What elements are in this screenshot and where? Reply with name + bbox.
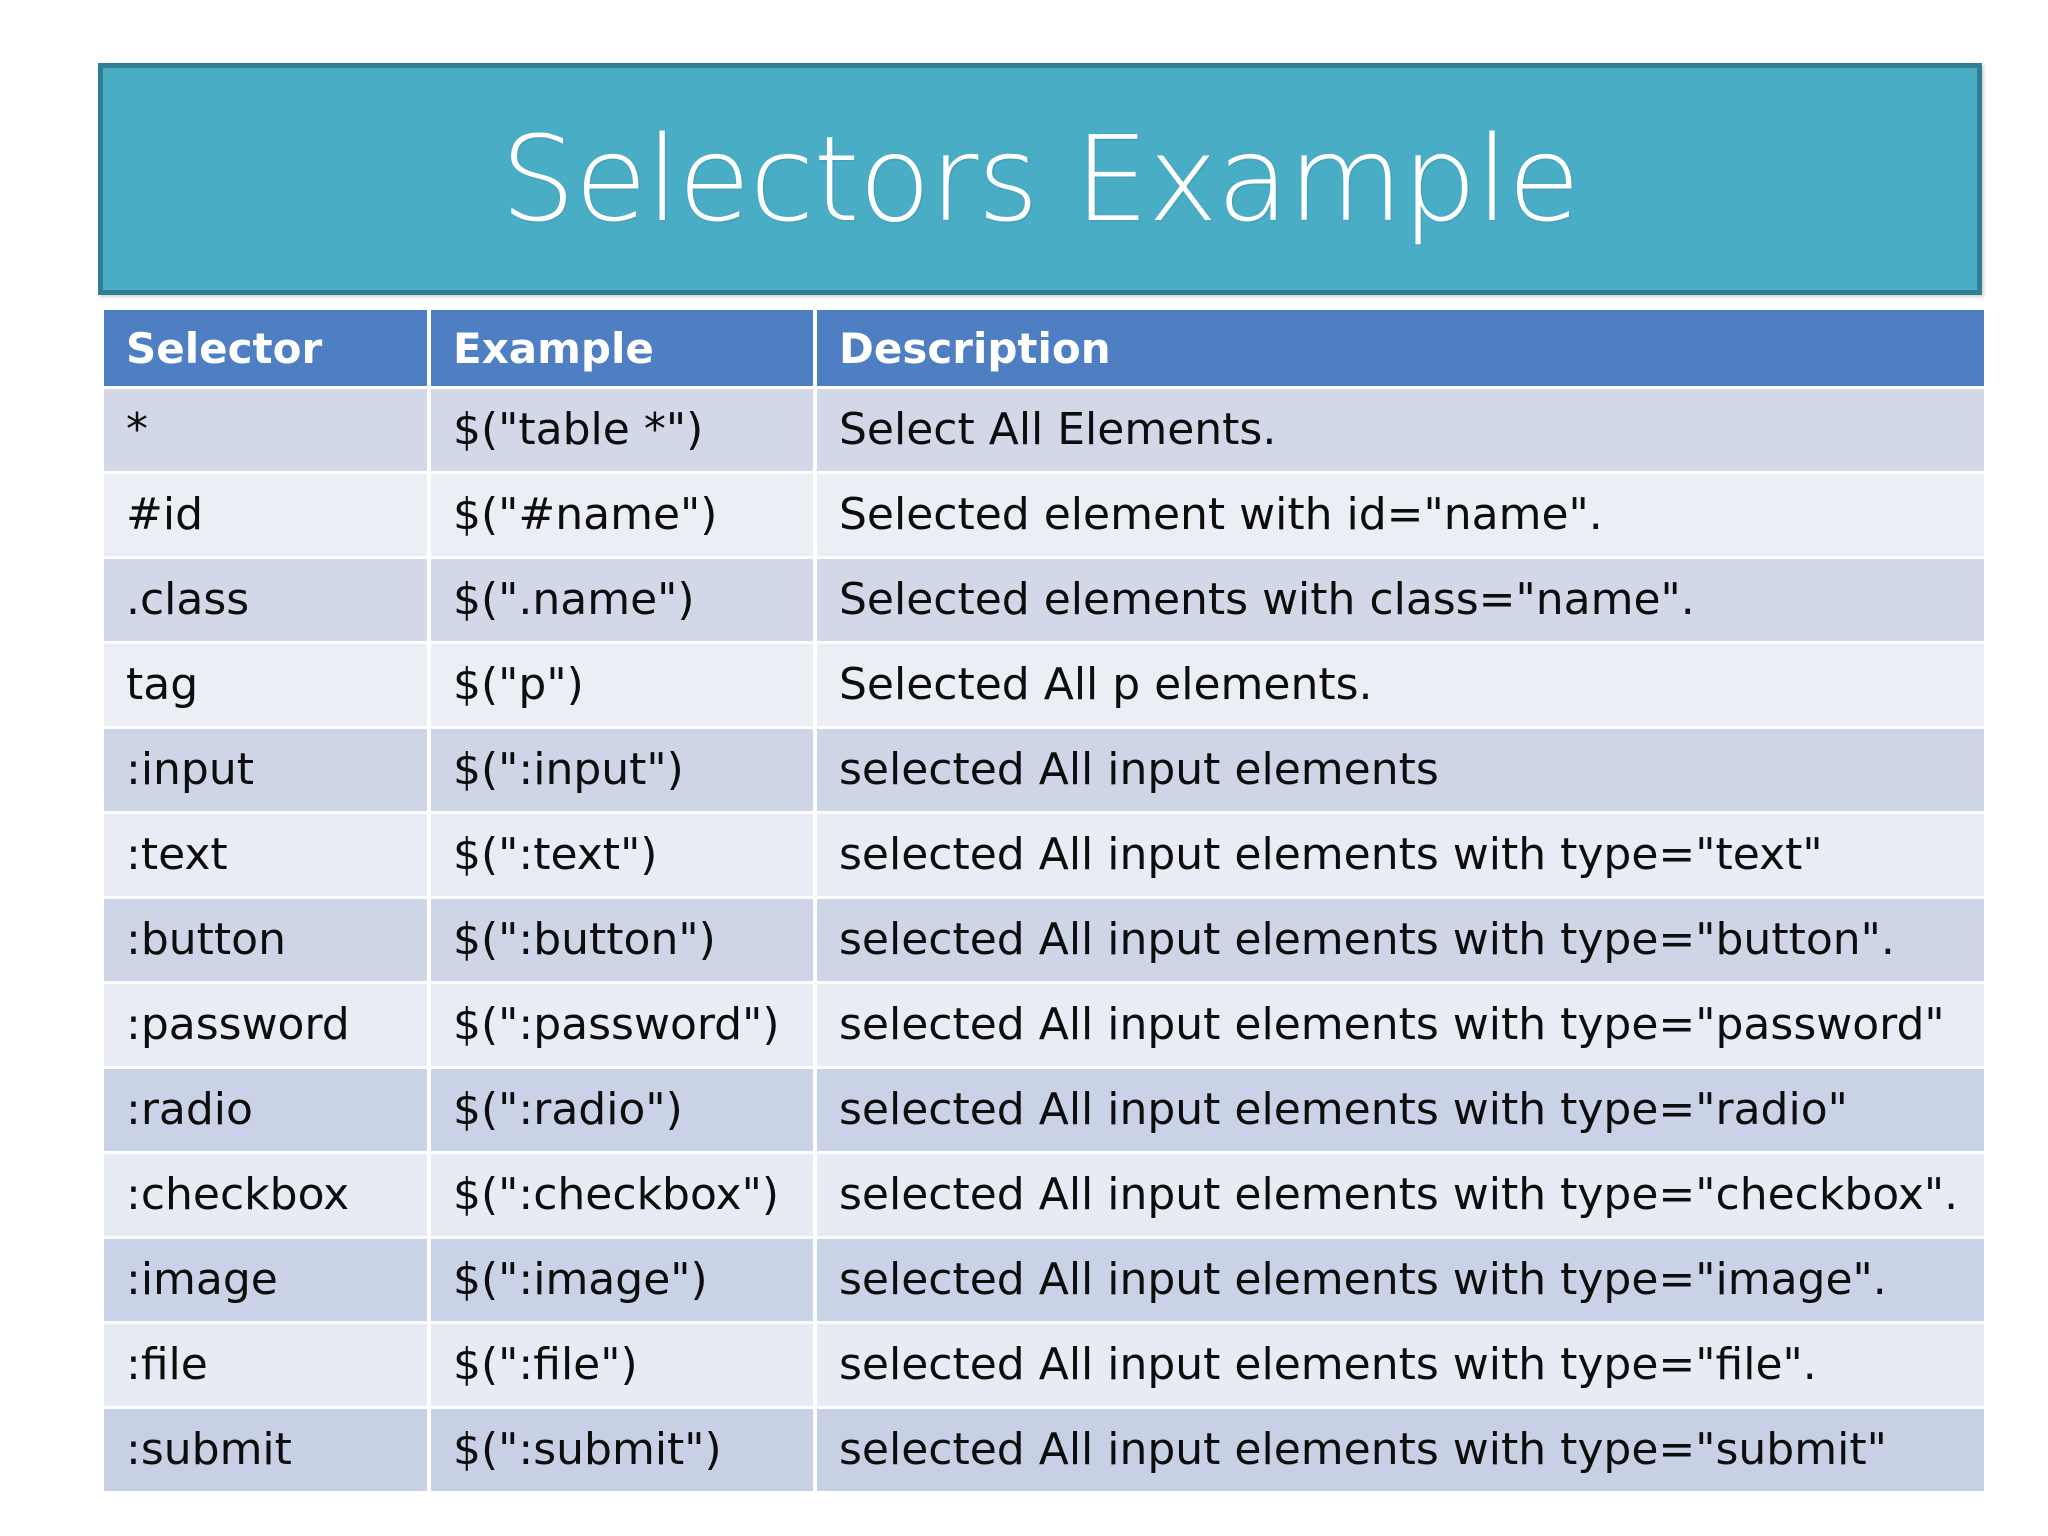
cell-description: selected All input elements with type="b… <box>817 899 1984 984</box>
cell-example: $("#name") <box>431 474 817 559</box>
title-banner: Selectors Example <box>98 63 1982 295</box>
cell-selector: :text <box>104 814 431 899</box>
cell-description: selected All input elements with type="r… <box>817 1069 1984 1154</box>
cell-description: Select All Elements. <box>817 389 1984 474</box>
cell-selector: :image <box>104 1239 431 1324</box>
cell-selector: :submit <box>104 1409 431 1494</box>
table-row: #id$("#name")Selected element with id="n… <box>104 474 1984 559</box>
cell-example: $(":file") <box>431 1324 817 1409</box>
column-header-example: Example <box>431 310 817 389</box>
cell-description: selected All input elements <box>817 729 1984 814</box>
table-row: :image$(":image")selected All input elem… <box>104 1239 1984 1324</box>
table-body: *$("table *")Select All Elements.#id$("#… <box>104 389 1984 1494</box>
cell-example: $(".name") <box>431 559 817 644</box>
cell-description: selected All input elements with type="p… <box>817 984 1984 1069</box>
cell-example: $("p") <box>431 644 817 729</box>
table-row: :text$(":text")selected All input elemen… <box>104 814 1984 899</box>
selectors-table: Selector Example Description *$("table *… <box>104 310 1984 1494</box>
table-row: :submit$(":submit")selected All input el… <box>104 1409 1984 1494</box>
cell-selector: #id <box>104 474 431 559</box>
table-row: :button$(":button")selected All input el… <box>104 899 1984 984</box>
table-row: :radio$(":radio")selected All input elem… <box>104 1069 1984 1154</box>
cell-description: selected All input elements with type="t… <box>817 814 1984 899</box>
cell-example: $(":password") <box>431 984 817 1069</box>
cell-selector: :input <box>104 729 431 814</box>
cell-selector: * <box>104 389 431 474</box>
cell-selector: :file <box>104 1324 431 1409</box>
cell-selector: :button <box>104 899 431 984</box>
table-header-row: Selector Example Description <box>104 310 1984 389</box>
table-row: *$("table *")Select All Elements. <box>104 389 1984 474</box>
cell-example: $(":text") <box>431 814 817 899</box>
cell-example: $(":checkbox") <box>431 1154 817 1239</box>
table-row: .class$(".name")Selected elements with c… <box>104 559 1984 644</box>
cell-example: $(":input") <box>431 729 817 814</box>
table-row: :file$(":file")selected All input elemen… <box>104 1324 1984 1409</box>
column-header-selector: Selector <box>104 310 431 389</box>
table-header: Selector Example Description <box>104 310 1984 389</box>
cell-selector: :password <box>104 984 431 1069</box>
cell-description: Selected All p elements. <box>817 644 1984 729</box>
cell-selector: .class <box>104 559 431 644</box>
table-row: :password$(":password")selected All inpu… <box>104 984 1984 1069</box>
cell-example: $(":radio") <box>431 1069 817 1154</box>
table-row: tag$("p")Selected All p elements. <box>104 644 1984 729</box>
page-title: Selectors Example <box>500 110 1581 248</box>
column-header-description: Description <box>817 310 1984 389</box>
cell-description: Selected element with id="name". <box>817 474 1984 559</box>
cell-description: selected All input elements with type="i… <box>817 1239 1984 1324</box>
cell-selector: :checkbox <box>104 1154 431 1239</box>
table-row: :checkbox$(":checkbox")selected All inpu… <box>104 1154 1984 1239</box>
cell-example: $(":submit") <box>431 1409 817 1494</box>
cell-example: $(":button") <box>431 899 817 984</box>
cell-description: selected All input elements with type="s… <box>817 1409 1984 1494</box>
cell-description: selected All input elements with type="f… <box>817 1324 1984 1409</box>
cell-description: selected All input elements with type="c… <box>817 1154 1984 1239</box>
cell-example: $("table *") <box>431 389 817 474</box>
cell-selector: :radio <box>104 1069 431 1154</box>
cell-description: Selected elements with class="name". <box>817 559 1984 644</box>
cell-selector: tag <box>104 644 431 729</box>
table-row: :input$(":input")selected All input elem… <box>104 729 1984 814</box>
cell-example: $(":image") <box>431 1239 817 1324</box>
